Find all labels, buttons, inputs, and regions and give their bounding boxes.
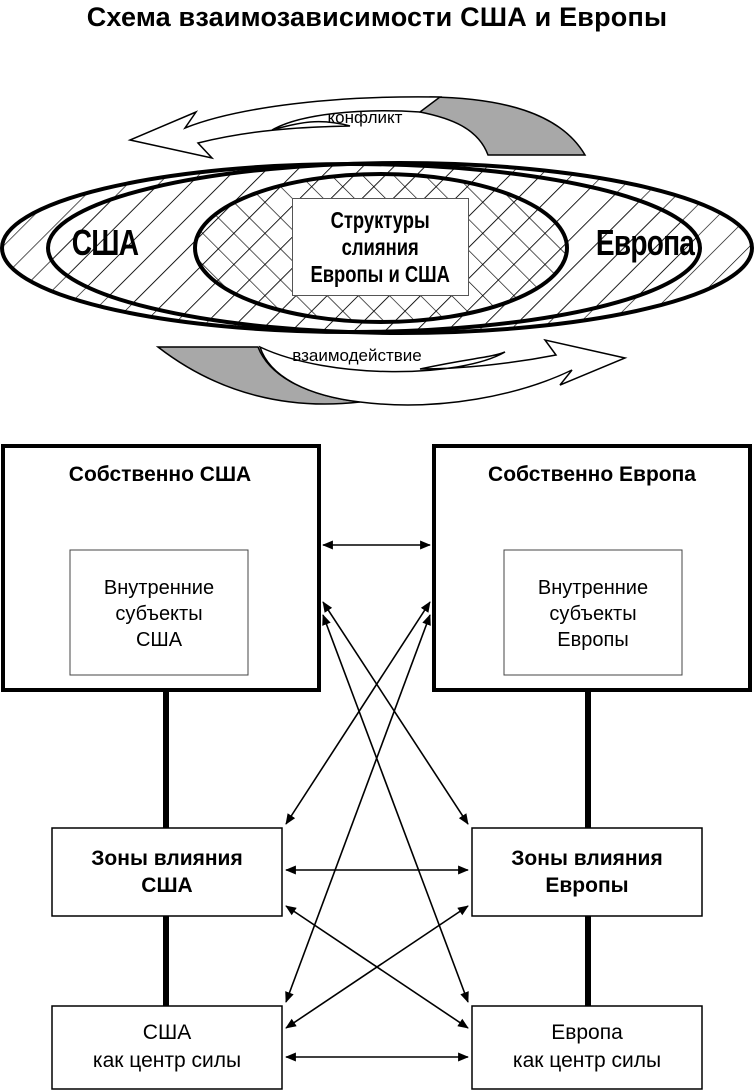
boxes-group <box>1 444 752 1090</box>
europe-ellipse-outline <box>46 161 754 335</box>
usa-zones-box <box>51 827 283 917</box>
europe-zones-box <box>471 827 703 917</box>
usa-internal-box <box>69 549 249 676</box>
arrow-eurozones-usapower <box>285 905 469 1029</box>
europe-power-box <box>471 1005 703 1090</box>
usa-proper-label: Собственно США <box>68 463 252 486</box>
europe-internal-box <box>503 549 683 676</box>
conflict-arrow-white-part <box>127 96 443 160</box>
interaction-arrow-white-part <box>258 338 628 406</box>
conflict-label: конфликт <box>327 108 403 127</box>
diagram-title: Схема взаимозависимости США и Европы <box>86 2 668 32</box>
europe-proper-label: Собственно Европа <box>488 463 696 486</box>
europe-ellipse-label: Европа <box>595 222 695 263</box>
fusion-ellipse-outline <box>193 172 569 324</box>
conflict-arrow <box>127 96 587 160</box>
interaction-arrow <box>155 338 628 406</box>
conflict-arrow-gray-part <box>418 96 587 156</box>
usa-ellipse-label: США <box>71 222 139 263</box>
relation-arrows <box>285 540 469 1062</box>
interaction-label: взаимодействие <box>292 346 422 365</box>
usa-power-box <box>51 1005 283 1090</box>
